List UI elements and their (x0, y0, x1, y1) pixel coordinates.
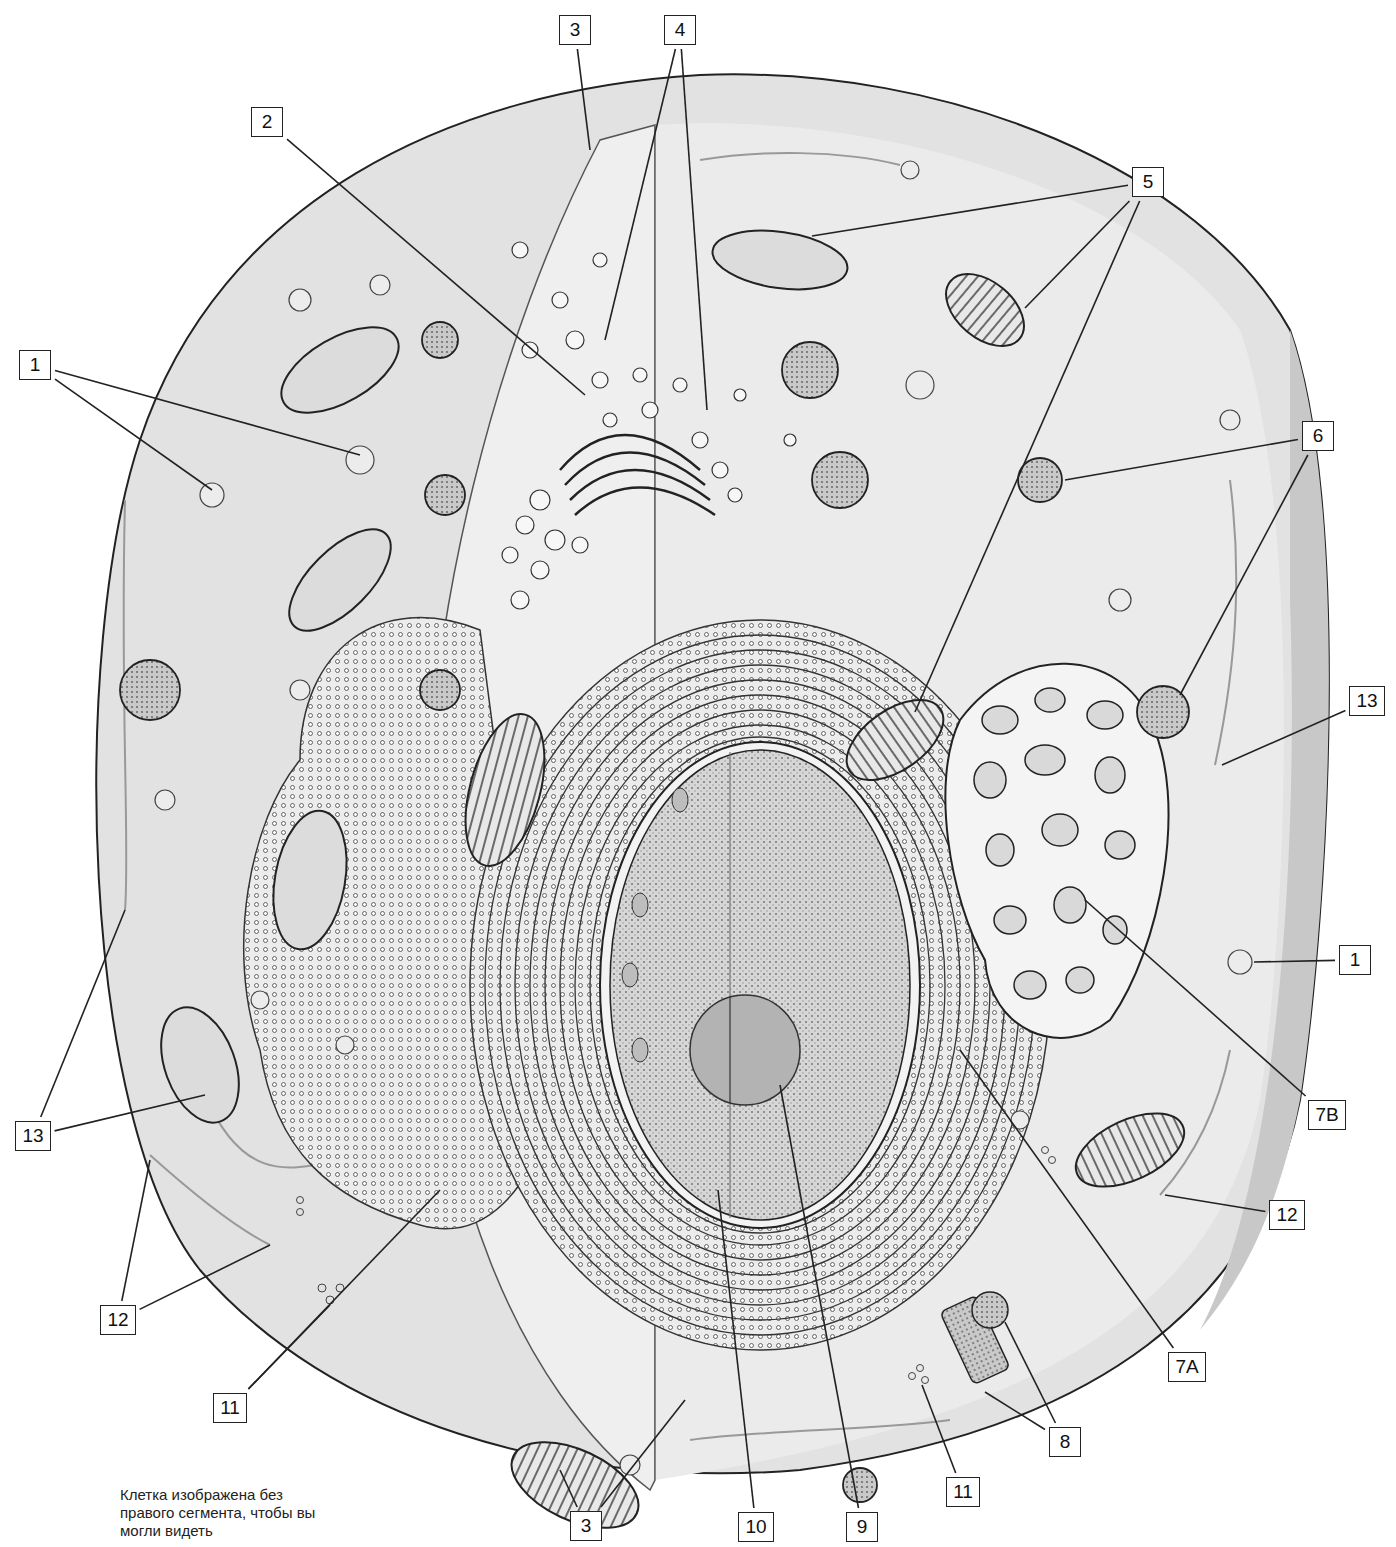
callout-number: 1 (1339, 945, 1371, 975)
leader-line (1180, 455, 1308, 695)
leader-line (1085, 900, 1306, 1096)
leader-line (1165, 1195, 1265, 1211)
caption: Клетка изображена без правого сегмента, … (120, 1486, 330, 1540)
callout-number: 13 (1349, 686, 1384, 716)
leader-line (41, 910, 125, 1117)
callout-number: 7A (1168, 1352, 1205, 1382)
callout-number: 13 (15, 1121, 50, 1151)
leader-line (922, 1385, 956, 1473)
leader-line (577, 49, 590, 150)
callout-number: 12 (1269, 1200, 1304, 1230)
callout-number: 11 (946, 1477, 980, 1507)
leader-line (55, 1095, 205, 1131)
leader-line (287, 139, 585, 395)
leader-line (1222, 711, 1345, 765)
callout-number: 1 (19, 350, 51, 380)
callout-number: 4 (664, 15, 696, 45)
leader-line (1025, 201, 1129, 308)
callout-number: 8 (1049, 1427, 1081, 1457)
callout-number: 9 (846, 1512, 878, 1542)
callout-number: 3 (570, 1511, 602, 1541)
callout-number: 5 (1132, 167, 1164, 197)
callout-number: 2 (251, 107, 283, 137)
leader-line (248, 1190, 440, 1389)
callout-number: 6 (1302, 421, 1334, 451)
callout-number: 3 (559, 15, 591, 45)
leader-line (780, 1085, 858, 1508)
leader-line (812, 185, 1128, 236)
leader-line (140, 1245, 270, 1309)
leader-line (560, 1470, 577, 1507)
leader-line (1254, 960, 1335, 962)
callout-number: 12 (100, 1305, 135, 1335)
leader-line (55, 379, 212, 490)
callout-number: 11 (213, 1393, 247, 1423)
leader-line (605, 49, 675, 340)
leader-line (601, 1400, 685, 1507)
leader-line (985, 1392, 1045, 1430)
leader-line (915, 201, 1140, 712)
leader-line (718, 1190, 754, 1508)
leader-line (55, 371, 360, 455)
leader-line (1065, 439, 1298, 480)
leader-line (122, 1160, 150, 1301)
callout-number: 7B (1308, 1100, 1345, 1130)
leader-line (681, 49, 707, 410)
leader-line (960, 1050, 1173, 1348)
callout-number: 10 (738, 1512, 773, 1542)
leader-line (1005, 1322, 1056, 1423)
